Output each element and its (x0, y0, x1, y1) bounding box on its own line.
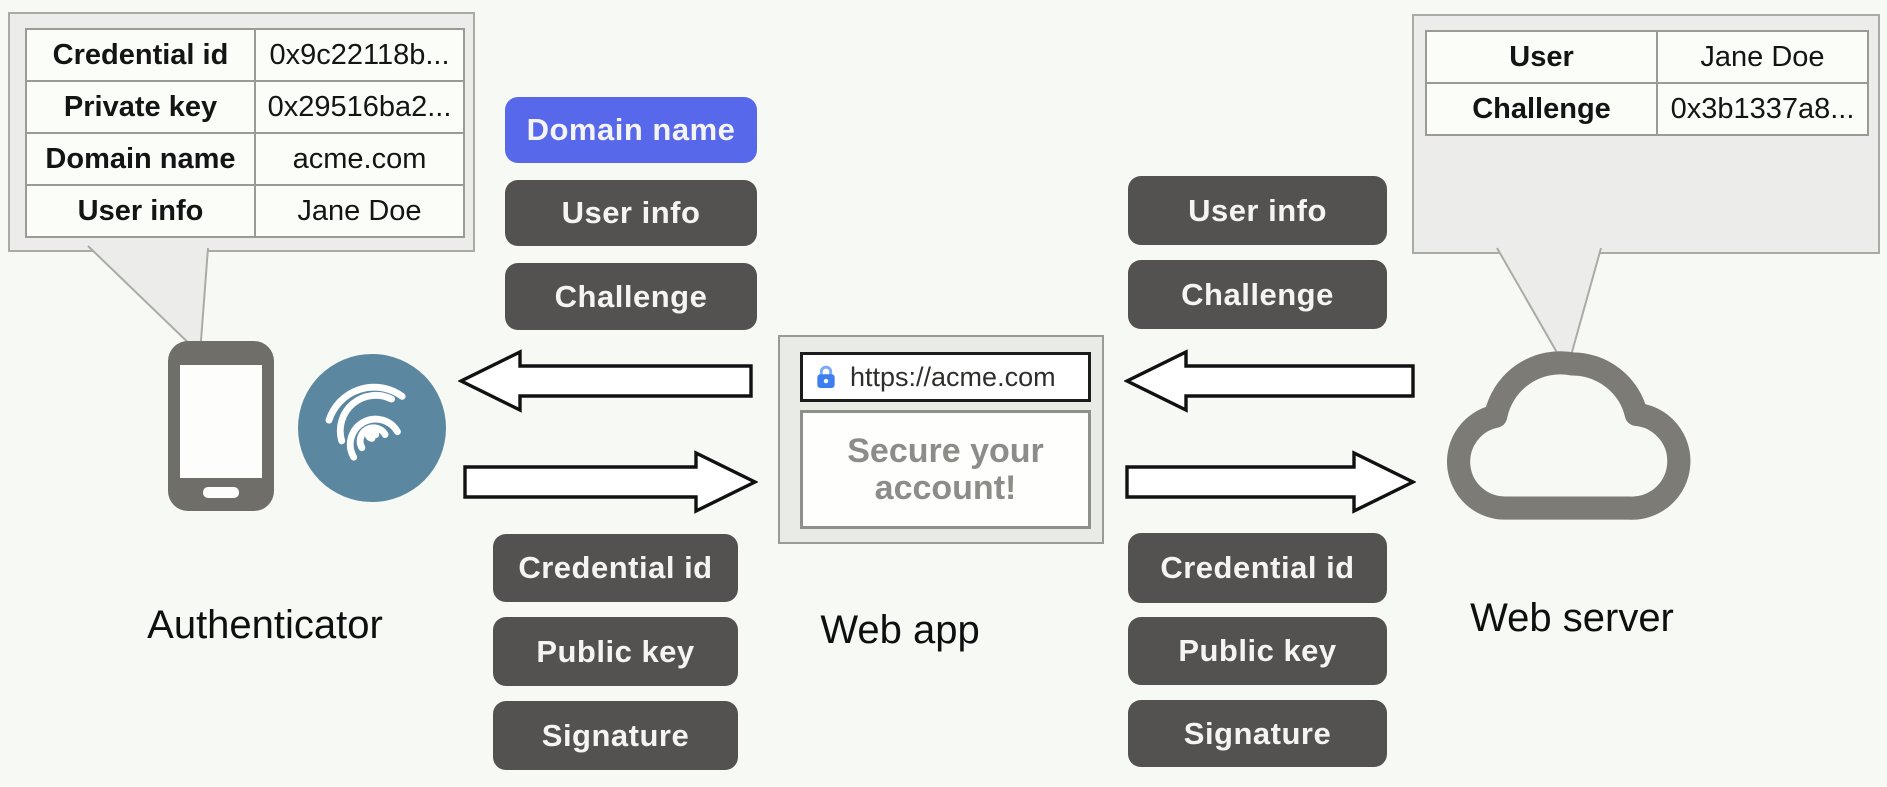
chip-domain-name: Domain name (505, 97, 757, 163)
row-value: Jane Doe (1656, 30, 1869, 84)
table-row: Domain name acme.com (25, 132, 465, 186)
smartphone-screen (180, 365, 262, 478)
arrow-right-icon (463, 450, 758, 514)
chip-public-key: Public key (1128, 617, 1387, 685)
chip-signature: Signature (493, 701, 738, 770)
chip-user-info: User info (1128, 176, 1387, 245)
arrow-left-icon (1124, 349, 1415, 413)
row-value: 0x3b1337a8... (1656, 82, 1869, 136)
web-app-message-line1: Secure your (847, 432, 1044, 471)
authenticator-data-bubble: Credential id 0x9c22118b... Private key … (8, 12, 475, 252)
web-app-message-line2: account! (874, 468, 1017, 507)
arrow-left-icon (458, 349, 753, 413)
table-row: Private key 0x29516ba2... (25, 80, 465, 134)
chip-public-key: Public key (493, 617, 738, 686)
arrow-right-icon (1125, 450, 1416, 514)
web-app-window: https://acme.com Secure your account! (778, 335, 1104, 544)
web-app-content: Secure your account! (800, 410, 1091, 529)
table-row: User Jane Doe (1425, 30, 1869, 84)
chip-user-info: User info (505, 180, 757, 246)
authenticator-label: Authenticator (147, 603, 383, 647)
browser-url-bar: https://acme.com (800, 352, 1091, 402)
web-server-label: Web server (1470, 596, 1674, 640)
authenticator-data-table: Credential id 0x9c22118b... Private key … (25, 28, 465, 238)
lock-icon (817, 365, 835, 388)
row-value: acme.com (254, 132, 465, 186)
row-key: Domain name (25, 132, 256, 186)
row-value: 0x9c22118b... (254, 28, 465, 82)
table-row: User info Jane Doe (25, 184, 465, 238)
fingerprint-icon (298, 354, 446, 502)
row-key: User info (25, 184, 256, 238)
chip-challenge: Challenge (505, 263, 757, 330)
row-key: User (1425, 30, 1658, 84)
row-key: Private key (25, 80, 256, 134)
chip-challenge: Challenge (1128, 260, 1387, 329)
chip-credential-id: Credential id (493, 534, 738, 602)
table-row: Challenge 0x3b1337a8... (1425, 82, 1869, 136)
server-data-bubble: User Jane Doe Challenge 0x3b1337a8... (1412, 14, 1880, 254)
row-value: 0x29516ba2... (254, 80, 465, 134)
row-value: Jane Doe (254, 184, 465, 238)
row-key: Credential id (25, 28, 256, 82)
web-app-label: Web app (820, 608, 980, 652)
chip-signature: Signature (1128, 700, 1387, 767)
row-key: Challenge (1425, 82, 1658, 136)
url-text: https://acme.com (850, 361, 1056, 392)
cloud-icon (1447, 351, 1691, 520)
server-data-table: User Jane Doe Challenge 0x3b1337a8... (1425, 30, 1869, 136)
table-row: Credential id 0x9c22118b... (25, 28, 465, 82)
smartphone-home-bar (203, 487, 239, 498)
smartphone-icon (168, 341, 274, 511)
chip-credential-id: Credential id (1128, 533, 1387, 603)
